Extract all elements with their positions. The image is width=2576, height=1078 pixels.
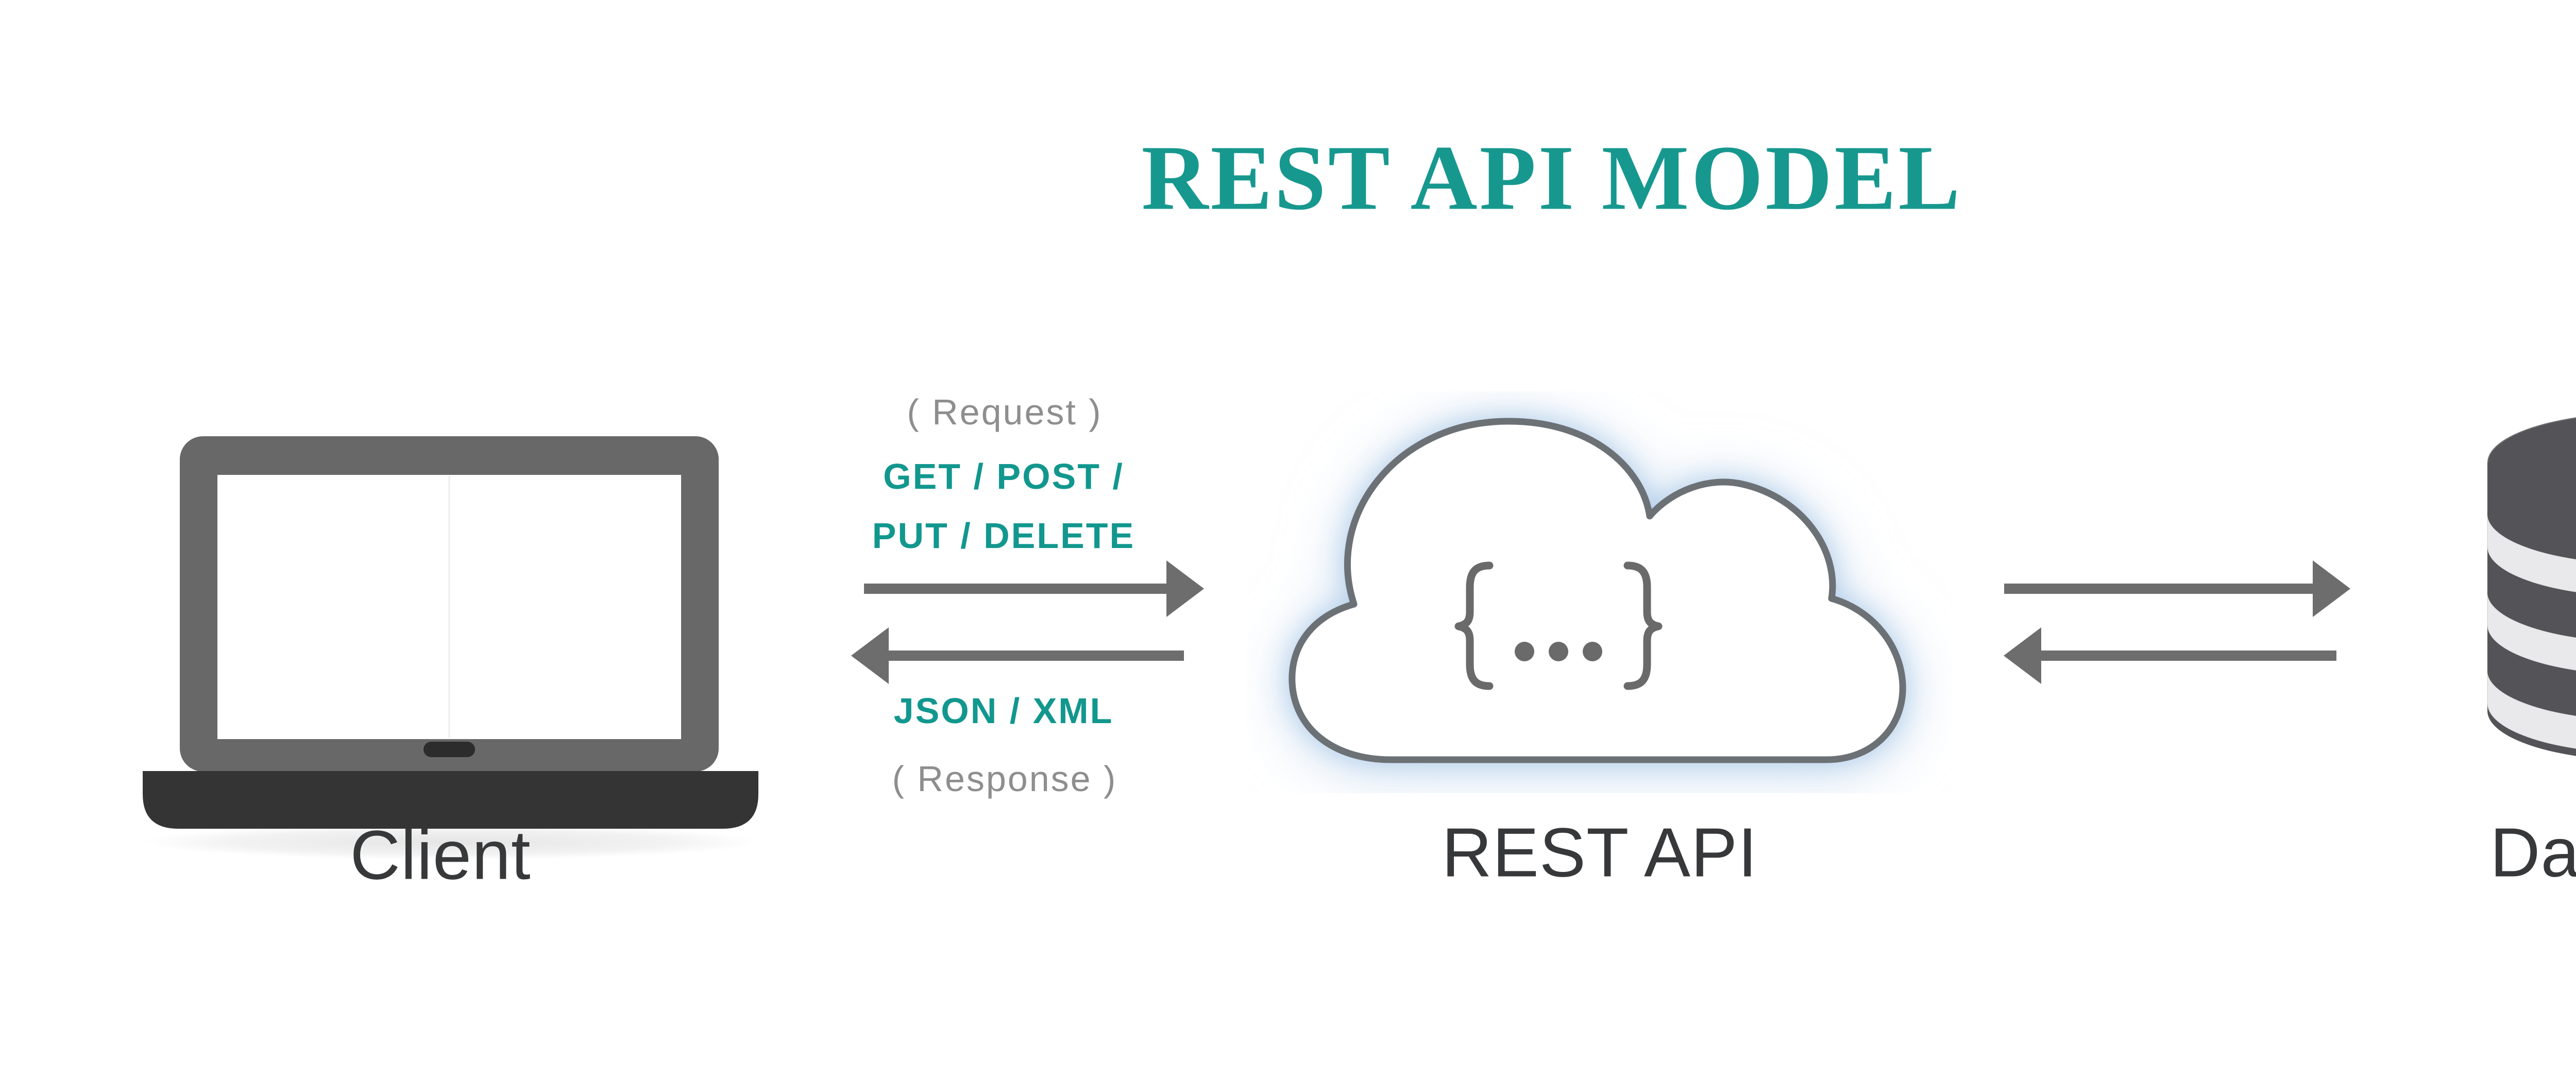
client-to-api-request-arrow-icon <box>864 560 1204 617</box>
client-label: Client <box>350 816 531 894</box>
rest-api-label: REST API <box>1442 813 1758 892</box>
page-title: REST API MODEL <box>1141 126 1962 229</box>
laptop-notch <box>423 742 475 757</box>
request-methods-line1: GET / POST / <box>883 456 1124 497</box>
db-band <box>2487 670 2576 749</box>
right-brace <box>1623 561 1663 690</box>
db-top-rim <box>2486 416 2576 463</box>
request-caption: ( Request ) <box>907 392 1103 432</box>
cloud-outline <box>1289 418 1906 763</box>
ellipsis-dot <box>1515 642 1534 661</box>
ellipsis-dot <box>1549 642 1568 661</box>
database-icon <box>2486 416 2576 756</box>
response-caption: ( Response ) <box>892 759 1117 799</box>
code-braces-icon <box>1454 561 1663 690</box>
database-label: Database <box>2490 813 2576 892</box>
cloud-icon <box>1289 418 1906 763</box>
api-to-client-response-arrow-icon <box>851 627 1184 684</box>
laptop-icon <box>141 436 759 860</box>
db-to-api-response-arrow-icon <box>2004 627 2336 684</box>
left-brace <box>1454 561 1494 690</box>
api-to-db-request-arrow-icon <box>2004 560 2350 617</box>
ellipsis-dot <box>1583 642 1602 661</box>
db-cylinder <box>2487 417 2576 756</box>
laptop-base <box>143 771 758 829</box>
db-band <box>2487 592 2576 671</box>
laptop-shadow <box>141 825 759 860</box>
db-band <box>2487 514 2576 593</box>
response-formats: JSON / XML <box>893 691 1114 731</box>
request-methods-line2: PUT / DELETE <box>872 516 1136 556</box>
